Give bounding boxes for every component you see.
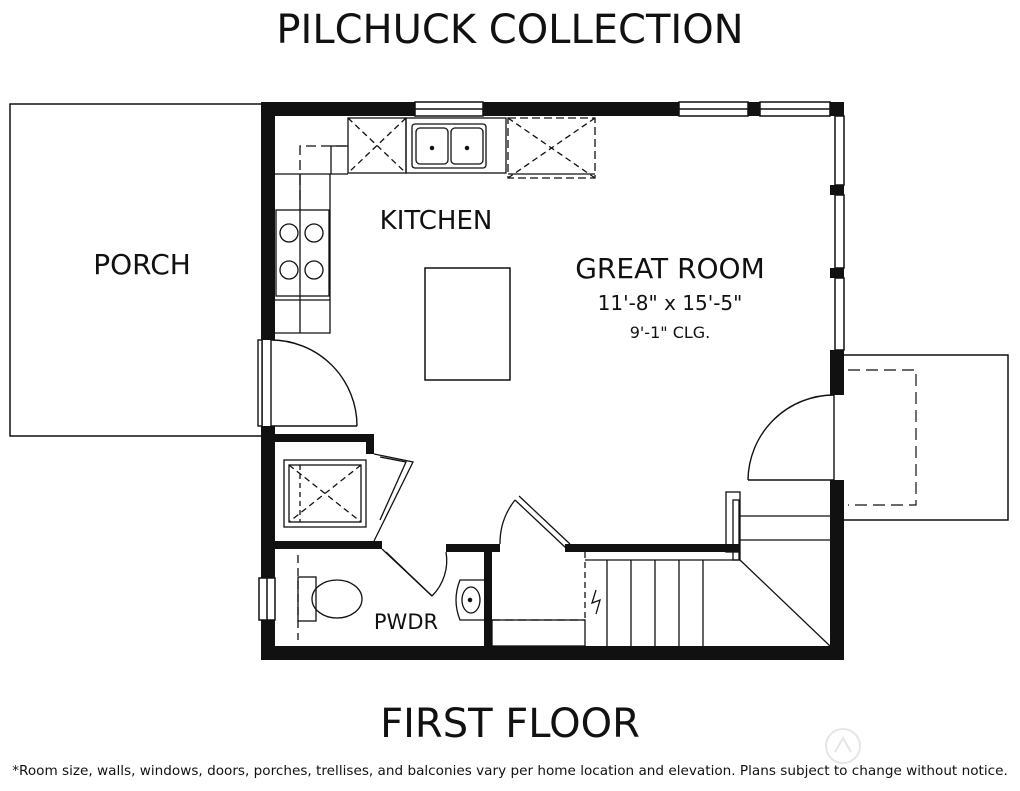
shower (284, 460, 366, 527)
side-deck (843, 355, 1008, 520)
side-door (748, 395, 834, 480)
range-cooktop (276, 210, 329, 296)
pantry-door (492, 496, 585, 646)
great-room-ceiling: 9'-1" CLG. (630, 323, 711, 342)
kitchen-label: KITCHEN (380, 206, 493, 236)
kitchen-sink (412, 124, 486, 168)
powder-room-label: PWDR (374, 610, 438, 634)
bifold-doors (374, 454, 447, 596)
great-room-label: GREAT ROOM (575, 252, 765, 285)
staircase (585, 492, 830, 646)
porch-label: PORCH (93, 248, 191, 281)
great-room-size: 11'-8" x 15'-5" (598, 291, 743, 315)
kitchen-island (425, 268, 510, 380)
powder-sink (456, 580, 484, 620)
disclaimer-text: *Room size, walls, windows, doors, porch… (0, 761, 1020, 781)
watermark-icon (823, 726, 863, 766)
toilet (298, 555, 362, 640)
front-door (258, 340, 357, 426)
floor-label: FIRST FLOOR (0, 698, 1020, 750)
